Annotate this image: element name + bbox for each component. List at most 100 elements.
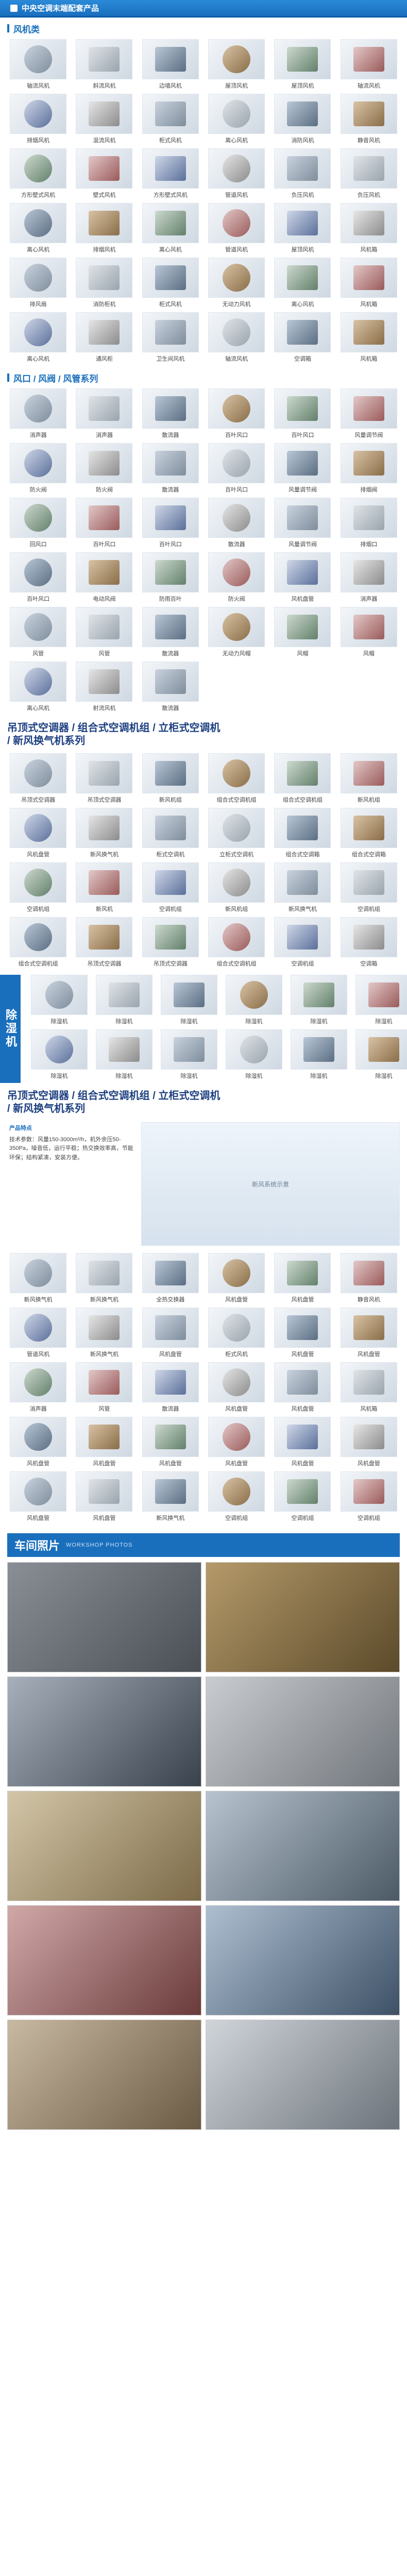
product-card[interactable]: 散流器	[140, 1362, 201, 1412]
product-card[interactable]: 除湿机	[94, 975, 155, 1024]
product-card[interactable]: 除湿机	[353, 975, 407, 1024]
product-card[interactable]: 防火阀	[73, 443, 135, 493]
product-card[interactable]: 离心风机	[7, 312, 69, 362]
product-card[interactable]: 空调机组	[272, 917, 333, 967]
product-card[interactable]: 柜式风机	[140, 258, 201, 307]
product-card[interactable]: 静音风机	[338, 94, 400, 143]
product-card[interactable]: 管道风机	[206, 148, 267, 198]
product-card[interactable]: 组合式空调箱	[272, 808, 333, 857]
product-card[interactable]: 离心风机	[272, 258, 333, 307]
product-card[interactable]: 新风换气机	[272, 862, 333, 912]
product-card[interactable]: 新风机组	[206, 862, 267, 912]
product-card[interactable]: 排烟风机	[73, 203, 135, 252]
product-card[interactable]: 风机盘管	[140, 1308, 201, 1357]
product-card[interactable]: 屋顶风机	[272, 39, 333, 89]
product-card[interactable]: 风机盘管	[272, 552, 333, 602]
product-card[interactable]: 轴流风机	[7, 39, 69, 89]
product-card[interactable]: 立柜式空调机	[206, 808, 267, 857]
product-card[interactable]: 除湿机	[94, 1029, 155, 1079]
product-card[interactable]: 除湿机	[353, 1029, 407, 1079]
product-card[interactable]: 吊顶式空调器	[73, 917, 135, 967]
product-card[interactable]: 组合式空调机组	[7, 917, 69, 967]
product-card[interactable]: 负压风机	[338, 148, 400, 198]
product-card[interactable]: 空调机组	[140, 862, 201, 912]
product-card[interactable]: 百叶风口	[140, 498, 201, 547]
product-card[interactable]: 风管	[73, 1362, 135, 1412]
product-card[interactable]: 边墙风机	[140, 39, 201, 89]
product-card[interactable]: 散流器	[140, 607, 201, 656]
product-card[interactable]: 全热交换器	[140, 1253, 201, 1302]
product-card[interactable]: 风机箱	[338, 203, 400, 252]
product-card[interactable]: 百叶风口	[272, 388, 333, 438]
product-card[interactable]: 风机盘管	[206, 1253, 267, 1302]
product-card[interactable]: 风量调节阀	[338, 388, 400, 438]
product-card[interactable]: 混流风机	[73, 94, 135, 143]
product-card[interactable]: 新风换气机	[73, 1308, 135, 1357]
product-card[interactable]: 方形壁式风机	[7, 148, 69, 198]
product-card[interactable]: 风机盘管	[73, 1471, 135, 1521]
product-card[interactable]: 空调机组	[206, 1471, 267, 1521]
product-card[interactable]: 新风机组	[140, 753, 201, 803]
product-card[interactable]: 风机盘管	[272, 1308, 333, 1357]
product-card[interactable]: 无动力风机	[206, 258, 267, 307]
product-card[interactable]: 离心风机	[7, 662, 69, 711]
product-card[interactable]: 风机盘管	[73, 1417, 135, 1466]
product-card[interactable]: 除湿机	[224, 975, 284, 1024]
product-card[interactable]: 柜式风机	[140, 94, 201, 143]
product-card[interactable]: 百叶风口	[206, 443, 267, 493]
product-card[interactable]: 除湿机	[224, 1029, 284, 1079]
product-card[interactable]: 消声器	[7, 388, 69, 438]
product-card[interactable]: 散流器	[206, 498, 267, 547]
product-card[interactable]: 组合式空调机组	[272, 753, 333, 803]
product-card[interactable]: 风机盘管	[272, 1417, 333, 1466]
product-card[interactable]: 消声器	[338, 552, 400, 602]
product-card[interactable]: 空调箱	[338, 917, 400, 967]
product-card[interactable]: 静音风机	[338, 1253, 400, 1302]
product-card[interactable]: 风机盘管	[338, 1417, 400, 1466]
product-card[interactable]: 除湿机	[29, 1029, 90, 1079]
product-card[interactable]: 除湿机	[159, 975, 219, 1024]
product-card[interactable]: 风机盘管	[338, 1308, 400, 1357]
product-card[interactable]: 消声器	[7, 1362, 69, 1412]
product-card[interactable]: 组合式空调箱	[338, 808, 400, 857]
product-card[interactable]: 除湿机	[289, 1029, 349, 1079]
product-card[interactable]: 空调机组	[272, 1471, 333, 1521]
product-card[interactable]: 风量调节阀	[272, 498, 333, 547]
product-card[interactable]: 无动力风帽	[206, 607, 267, 656]
product-card[interactable]: 风机箱	[338, 1362, 400, 1412]
product-card[interactable]: 组合式空调机组	[206, 917, 267, 967]
product-card[interactable]: 屋顶风机	[206, 39, 267, 89]
product-card[interactable]: 百叶风口	[73, 498, 135, 547]
product-card[interactable]: 壁式风机	[73, 148, 135, 198]
product-card[interactable]: 空调机组	[338, 862, 400, 912]
product-card[interactable]: 电动风阀	[73, 552, 135, 602]
product-card[interactable]: 管道风机	[206, 203, 267, 252]
product-card[interactable]: 轴流风机	[206, 312, 267, 362]
product-card[interactable]: 空调箱	[272, 312, 333, 362]
product-card[interactable]: 散流器	[140, 662, 201, 711]
product-card[interactable]: 柜式空调机	[140, 808, 201, 857]
product-card[interactable]: 空调机组	[338, 1471, 400, 1521]
product-card[interactable]: 风机盘管	[206, 1362, 267, 1412]
product-card[interactable]: 散流器	[140, 443, 201, 493]
product-card[interactable]: 风机盘管	[206, 1417, 267, 1466]
product-card[interactable]: 离心风机	[7, 203, 69, 252]
product-card[interactable]: 吊顶式空调器	[140, 917, 201, 967]
product-card[interactable]: 除湿机	[159, 1029, 219, 1079]
product-card[interactable]: 风机箱	[338, 312, 400, 362]
product-card[interactable]: 风机盘管	[272, 1253, 333, 1302]
product-card[interactable]: 排烟风机	[7, 94, 69, 143]
product-card[interactable]: 散流器	[140, 388, 201, 438]
product-card[interactable]: 风帽	[338, 607, 400, 656]
product-card[interactable]: 柜式风机	[206, 1308, 267, 1357]
product-card[interactable]: 除湿机	[29, 975, 90, 1024]
product-card[interactable]: 排烟阀	[338, 443, 400, 493]
product-card[interactable]: 新风机组	[338, 753, 400, 803]
product-card[interactable]: 风机盘管	[7, 1471, 69, 1521]
product-card[interactable]: 新风换气机	[73, 808, 135, 857]
product-card[interactable]: 风机盘管	[272, 1362, 333, 1412]
product-card[interactable]: 轴流风机	[338, 39, 400, 89]
product-card[interactable]: 空调机组	[7, 862, 69, 912]
product-card[interactable]: 排风扇	[7, 258, 69, 307]
product-card[interactable]: 风机盘管	[7, 808, 69, 857]
